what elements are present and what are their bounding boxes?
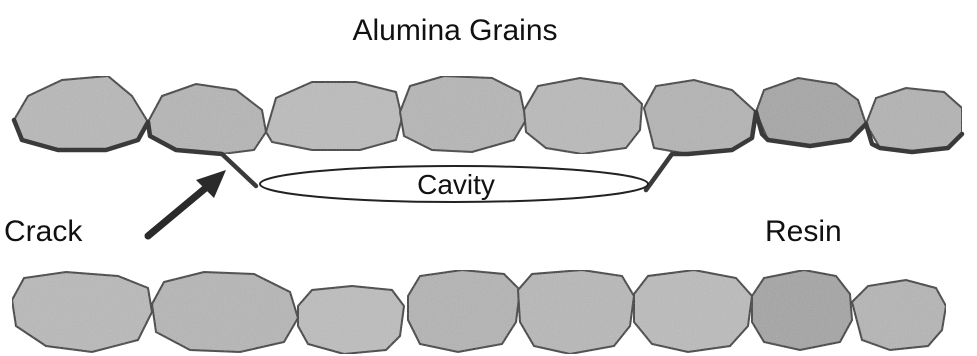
grain-bottom-6 <box>634 270 752 352</box>
crack-label: Crack <box>4 215 83 248</box>
grain-top-4 <box>400 76 526 152</box>
grain-top-7 <box>756 78 866 146</box>
grain-bottom-8 <box>852 280 946 350</box>
grain-bottom-7 <box>752 270 852 350</box>
grain-bottom-3 <box>298 286 404 354</box>
resin-label: Resin <box>765 215 842 248</box>
grain-bottom-4 <box>408 270 520 352</box>
grain-bottom-1 <box>12 272 152 352</box>
grain-top-6 <box>644 80 756 154</box>
grain-bottom-5 <box>518 270 634 354</box>
grain-top-3 <box>266 82 402 150</box>
crack-arrow-icon <box>148 170 226 236</box>
bottom-grain-row <box>12 270 946 354</box>
grain-top-1 <box>14 76 148 150</box>
grain-bottom-2 <box>152 272 298 352</box>
grain-top-5 <box>524 78 642 154</box>
grain-top-8 <box>866 88 962 152</box>
cavity-label: Cavity <box>417 169 495 200</box>
title-label: Alumina Grains <box>352 14 557 47</box>
